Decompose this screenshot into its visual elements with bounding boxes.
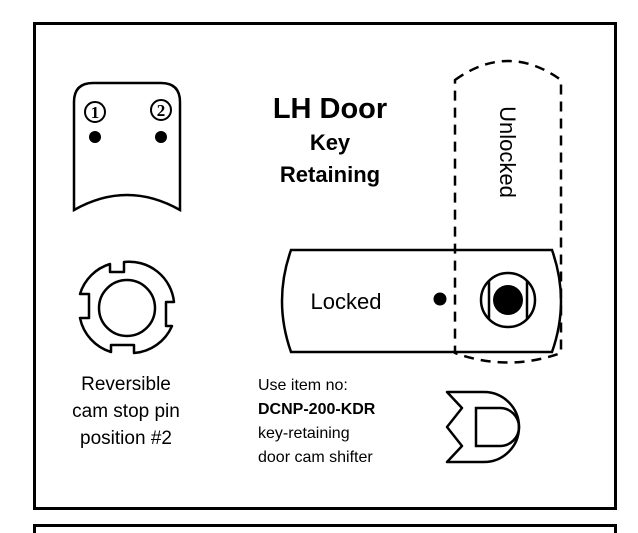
pin-caption-line1: Reversible [81,374,171,395]
item-desc-line2: door cam shifter [258,449,373,466]
pin-caption-line2: cam stop pin [72,401,180,422]
pin-caption-line3: position #2 [80,428,172,449]
pin-label-circle-2 [150,99,172,121]
locked-label: Locked [311,289,382,314]
lower-frame [33,524,617,533]
locked-pin-dot [433,292,447,306]
cam-stop-pin [78,260,176,355]
pin-label-2: 2 [157,101,166,120]
pin-hole-2 [155,131,167,143]
title-line2: Key [310,130,351,155]
pin-hole-1 [89,131,101,143]
locked-cam: Locked [280,248,563,354]
item-desc-line1: key-retaining [258,425,350,442]
title-line3: Retaining [280,162,380,187]
item-part-number: DCNP-200-KDR [258,401,376,418]
pin-label-circle-1 [84,101,106,123]
cam-shifter-outline [445,390,521,464]
item-note-prefix: Use item no: [258,377,348,394]
unlocked-label: Unlocked [495,106,520,198]
main-frame [33,22,617,510]
title-line1: LH Door [273,93,387,125]
pin-label-1: 1 [91,103,100,122]
cam-plate: 1 2 [72,81,182,213]
unlocked-cam: Unlocked [453,59,563,364]
